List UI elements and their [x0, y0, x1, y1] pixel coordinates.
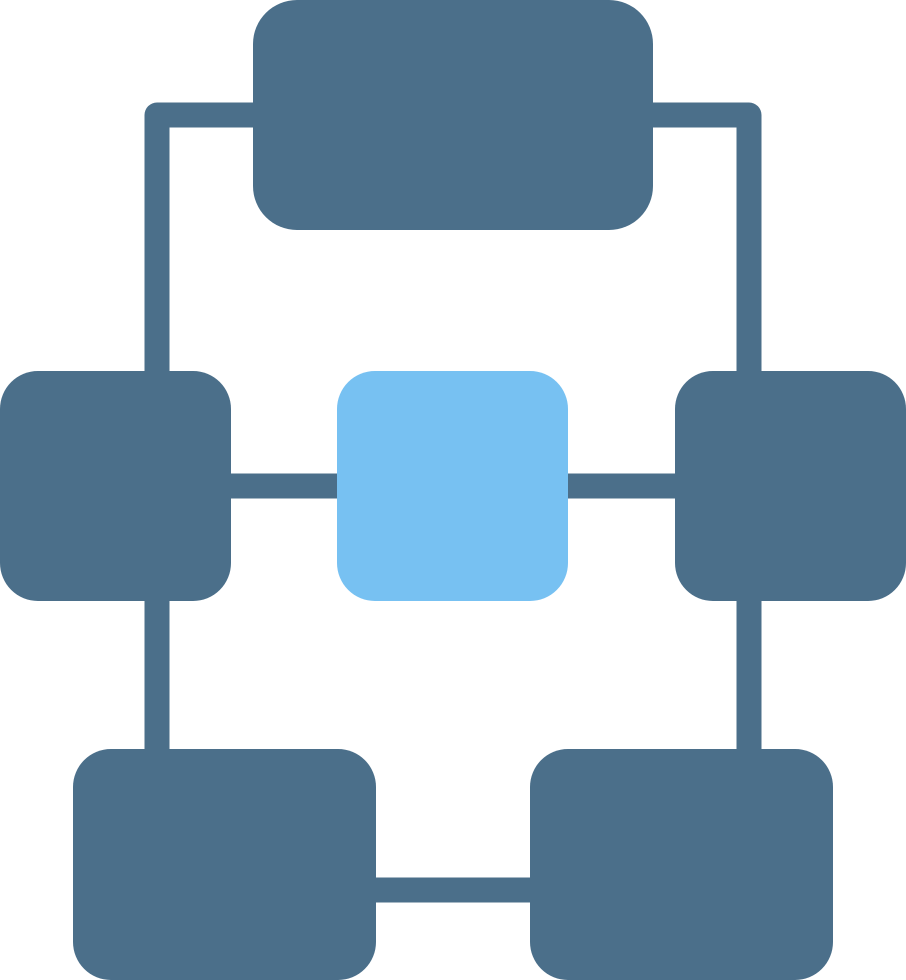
node-bottom-left: [73, 749, 376, 980]
node-middle-right: [675, 371, 906, 601]
connector-top-to-middle-left: [144, 102, 266, 385]
node-top: [253, 0, 653, 230]
connectors: [144, 102, 762, 903]
connector-top-to-middle-right: [639, 102, 762, 385]
node-middle-left: [0, 371, 231, 601]
node-center: [337, 371, 568, 601]
node-bottom-right: [530, 749, 833, 980]
